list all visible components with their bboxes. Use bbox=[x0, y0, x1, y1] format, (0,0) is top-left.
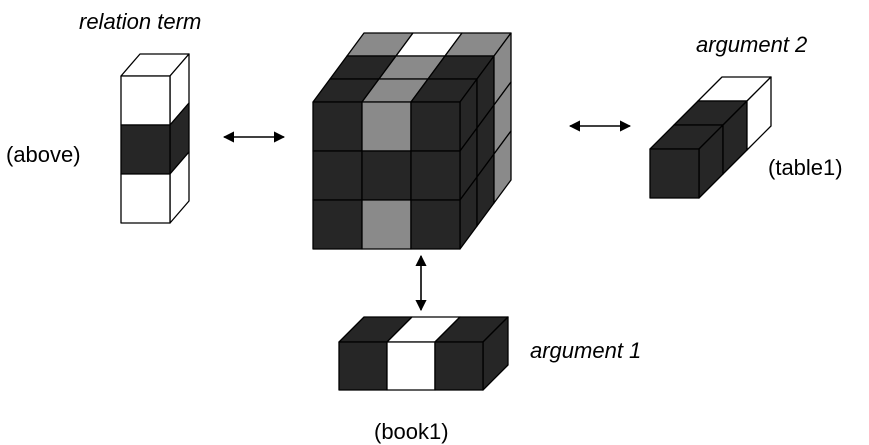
relation-term-label: relation term bbox=[79, 9, 201, 34]
relation-term-vector bbox=[120, 53, 190, 224]
argument1-label: argument 1 bbox=[530, 338, 641, 363]
front-cell bbox=[312, 101, 363, 152]
front-cell bbox=[312, 199, 363, 250]
front-cell bbox=[120, 75, 171, 126]
argument2-value-label: (table1) bbox=[768, 155, 843, 180]
argument2-vector bbox=[649, 76, 772, 199]
argument1-vector bbox=[338, 316, 509, 391]
side-cell bbox=[746, 76, 772, 151]
front-cell bbox=[410, 150, 461, 201]
relation-tensor-cube bbox=[312, 32, 512, 250]
front-cell bbox=[434, 341, 484, 391]
side-cell bbox=[493, 130, 512, 204]
relation-value-label: (above) bbox=[6, 142, 81, 167]
argument1-value-label: (book1) bbox=[374, 419, 449, 444]
front-cell bbox=[338, 341, 388, 391]
front-cell bbox=[361, 150, 412, 201]
front-cell bbox=[361, 199, 412, 250]
front-cell bbox=[361, 101, 412, 152]
argument2-label: argument 2 bbox=[696, 32, 807, 57]
front-cell bbox=[120, 173, 171, 224]
front-cell bbox=[386, 341, 436, 391]
front-cell bbox=[312, 150, 363, 201]
front-cell bbox=[410, 101, 461, 152]
front-cell bbox=[120, 124, 171, 175]
front-cell bbox=[649, 148, 700, 199]
front-cell bbox=[410, 199, 461, 250]
